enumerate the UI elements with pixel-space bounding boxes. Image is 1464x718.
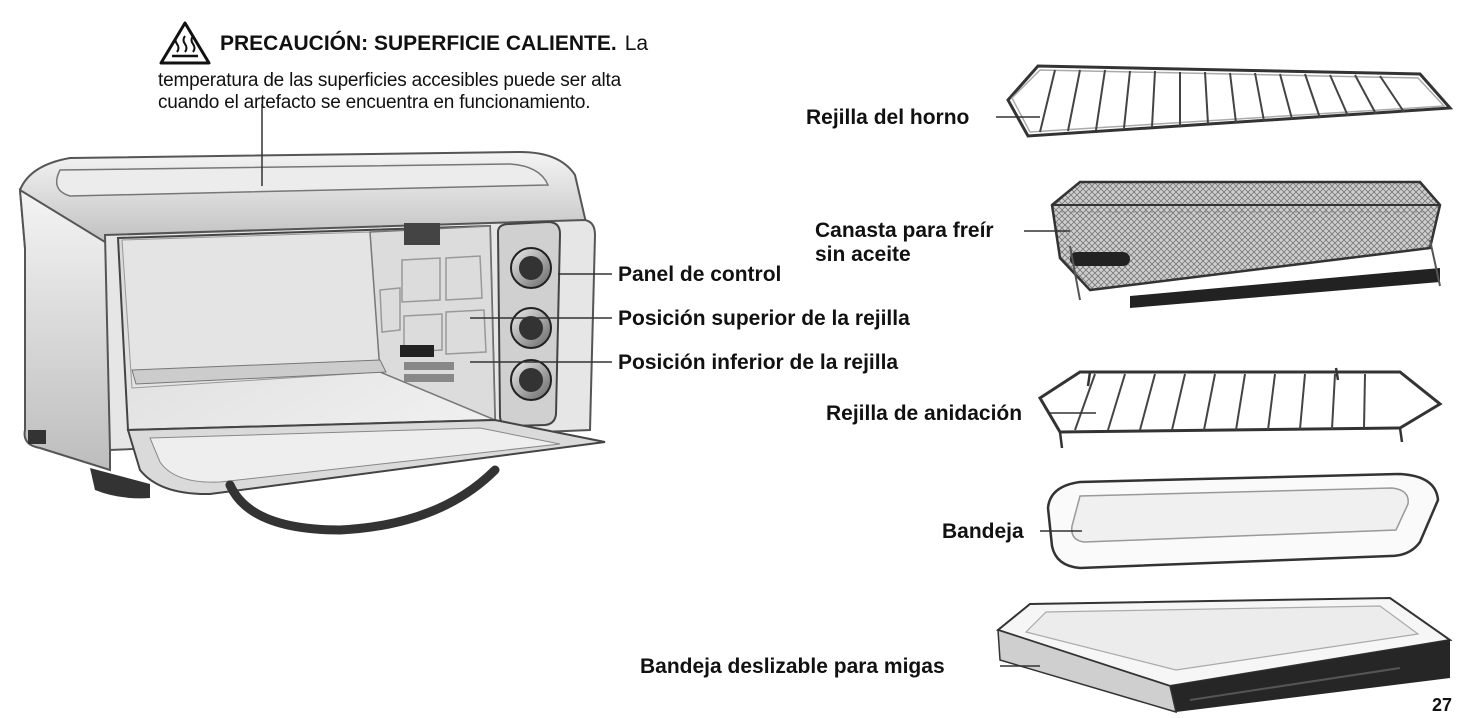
label-crumb-tray: Bandeja deslizable para migas [640,655,945,678]
caution-heading: PRECAUCIÓN: SUPERFICIE CALIENTE. La [158,20,698,66]
caution-body: temperatura de las superficies accesible… [158,70,698,114]
caution-line-1: temperatura de las superficies accesible… [158,70,622,91]
caution-title-tail: La [624,31,649,55]
accessory-leader-lines [996,116,1096,667]
label-oven-rack: Rejilla del horno [806,106,970,129]
caution-line-2: cuando el artefacto se encuentra en func… [158,92,591,113]
control-knobs [510,247,552,401]
label-control-panel: Panel de control [618,263,782,286]
page-number: 27 [1432,695,1453,715]
caution-title: PRECAUCIÓN: SUPERFICIE CALIENTE. [220,31,617,55]
bake-tray-illustration [1046,472,1440,570]
label-upper-rack-position: Posición superior de la rejilla [618,307,910,330]
crumb-tray-illustration [995,596,1453,714]
hot-surface-warning-icon [159,21,211,65]
toaster-oven [18,150,606,535]
label-air-fry-basket-line-2: sin aceite [815,243,911,266]
oven-leader-lines [261,104,612,363]
caution-notice: PRECAUCIÓN: SUPERFICIE CALIENTE. La temp… [158,20,698,114]
label-lower-rack-position: Posición inferior de la rejilla [618,351,899,374]
label-bake-tray: Bandeja [942,520,1024,543]
label-air-fry-basket-line-1: Canasta para freír [815,219,994,242]
air-fry-basket-illustration [1050,180,1442,308]
nesting-rack-illustration [1037,367,1443,449]
label-nesting-rack: Rejilla de anidación [826,402,1023,425]
oven-rack-illustration [1006,64,1454,138]
